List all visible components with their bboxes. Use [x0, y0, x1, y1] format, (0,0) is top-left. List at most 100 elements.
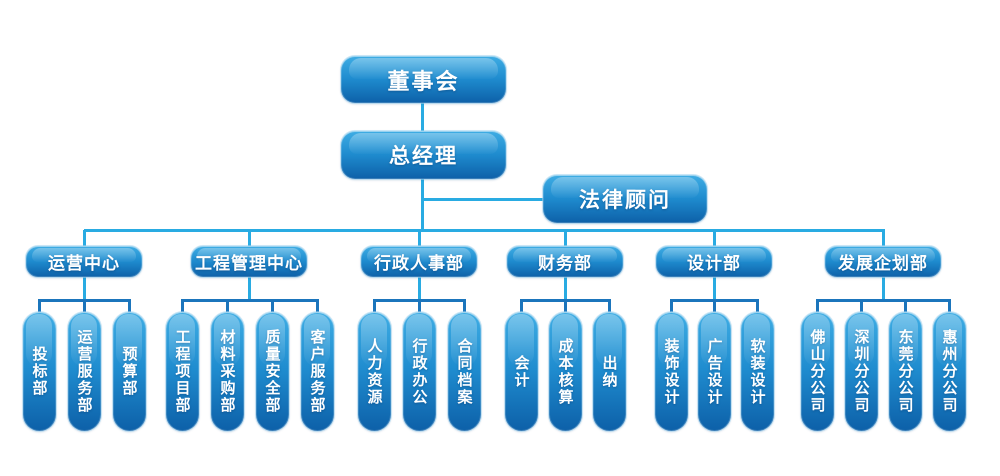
pill-label: 广告设计: [705, 337, 724, 406]
pill-label: 预算部: [120, 346, 139, 397]
node-dongguan-branch: 东莞分公司: [888, 312, 922, 431]
dept-label: 行政人事部: [374, 254, 464, 274]
pill-label: 投标部: [30, 346, 49, 397]
pill-label: 出纳: [600, 354, 619, 389]
node-engineering-project-dept: 工程项目部: [165, 312, 199, 431]
connector-drop-admin-hr: [417, 230, 421, 246]
pill-label: 行政办公: [410, 337, 429, 406]
pill-label: 人力资源: [365, 337, 384, 406]
node-contract-archives: 合同档案: [447, 312, 481, 431]
node-general-manager-label: 总经理: [389, 144, 458, 168]
node-customer-service-dept: 客户服务部: [300, 312, 334, 431]
pill-label: 深圳分公司: [852, 329, 871, 414]
node-cost-accounting: 成本核算: [548, 312, 582, 431]
group-rail-design: [669, 299, 759, 302]
connector-gm-rail: [421, 178, 424, 232]
stub: [127, 301, 131, 312]
connector-drop-engineering: [247, 230, 251, 246]
dept-label: 运营中心: [48, 254, 120, 274]
group-rail-operations: [37, 299, 131, 302]
pill-label: 客户服务部: [308, 329, 327, 414]
connector-operations-group: [82, 277, 86, 302]
stub: [607, 301, 611, 312]
group-rail-finance: [519, 299, 611, 302]
pill-label: 合同档案: [455, 337, 474, 406]
pill-label: 装饰设计: [662, 337, 681, 406]
group-rail-admin-hr: [372, 299, 466, 302]
stub: [372, 301, 376, 312]
stub: [315, 301, 319, 312]
stub: [755, 301, 759, 312]
node-shenzhen-branch: 深圳分公司: [844, 312, 878, 431]
node-board-label: 董事会: [387, 69, 460, 95]
node-board: 董事会: [341, 56, 506, 103]
connector-design-group: [712, 277, 716, 302]
connector-drop-design: [712, 230, 716, 246]
node-dept-design: 设计部: [656, 246, 772, 277]
stub: [815, 301, 819, 312]
pill-label: 运营服务部: [75, 329, 94, 414]
connector-main-rail: [84, 229, 885, 232]
node-legal-advisor: 法律顾问: [543, 175, 707, 223]
stub: [82, 301, 86, 312]
connector-development-group: [881, 277, 885, 302]
node-operations-service-dept: 运营服务部: [67, 312, 101, 431]
connector-finance-group: [563, 277, 567, 302]
pill-label: 工程项目部: [173, 329, 192, 414]
node-dept-development-planning: 发展企划部: [825, 246, 941, 277]
dept-label: 设计部: [687, 254, 741, 274]
node-dept-admin-hr: 行政人事部: [361, 246, 477, 277]
node-material-procurement-dept: 材料采购部: [210, 312, 244, 431]
pill-label: 会计: [512, 354, 531, 389]
node-quality-safety-dept: 质量安全部: [255, 312, 289, 431]
node-soft-furnishing-design: 软装设计: [740, 312, 774, 431]
stub: [37, 301, 41, 312]
connector-drop-finance: [563, 230, 567, 246]
group-rail-engineering: [180, 299, 319, 302]
dept-label: 财务部: [538, 254, 592, 274]
connector-legal-advisor: [423, 198, 543, 201]
node-dept-engineering-management-center: 工程管理中心: [191, 246, 307, 277]
pill-label: 成本核算: [556, 337, 575, 406]
node-dept-finance: 财务部: [507, 246, 623, 277]
dept-label: 工程管理中心: [195, 254, 303, 274]
stub: [225, 301, 229, 312]
node-admin-office: 行政办公: [402, 312, 436, 431]
node-cashier: 出纳: [592, 312, 626, 431]
node-accounting: 会计: [504, 312, 538, 431]
stub: [180, 301, 184, 312]
dept-label: 发展企划部: [838, 254, 928, 274]
stub: [859, 301, 863, 312]
node-budget-dept: 预算部: [112, 312, 146, 431]
node-advertising-design: 广告设计: [697, 312, 731, 431]
node-dept-operations-center: 运营中心: [26, 246, 142, 277]
pill-label: 佛山分公司: [808, 329, 827, 414]
node-bidding-dept: 投标部: [22, 312, 56, 431]
pill-label: 质量安全部: [263, 329, 282, 414]
pill-label: 惠州分公司: [940, 329, 959, 414]
node-legal-advisor-label: 法律顾问: [579, 188, 671, 212]
pill-label: 东莞分公司: [896, 329, 915, 414]
node-human-resources: 人力资源: [357, 312, 391, 431]
node-decoration-design: 装饰设计: [654, 312, 688, 431]
stub: [519, 301, 523, 312]
group-rail-development: [815, 299, 951, 302]
node-foshan-branch: 佛山分公司: [800, 312, 834, 431]
stub: [903, 301, 907, 312]
stub: [270, 301, 274, 312]
stub: [462, 301, 466, 312]
connector-drop-development: [881, 230, 885, 246]
pill-label: 材料采购部: [218, 329, 237, 414]
node-huizhou-branch: 惠州分公司: [932, 312, 966, 431]
connector-admin-hr-group: [417, 277, 421, 302]
pill-label: 软装设计: [748, 337, 767, 406]
connector-drop-operations: [82, 230, 86, 246]
stub: [712, 301, 716, 312]
connector-board-gm: [421, 103, 424, 132]
stub: [563, 301, 567, 312]
connector-engineering-group: [247, 277, 251, 302]
stub: [669, 301, 673, 312]
stub: [947, 301, 951, 312]
node-general-manager: 总经理: [341, 131, 506, 179]
